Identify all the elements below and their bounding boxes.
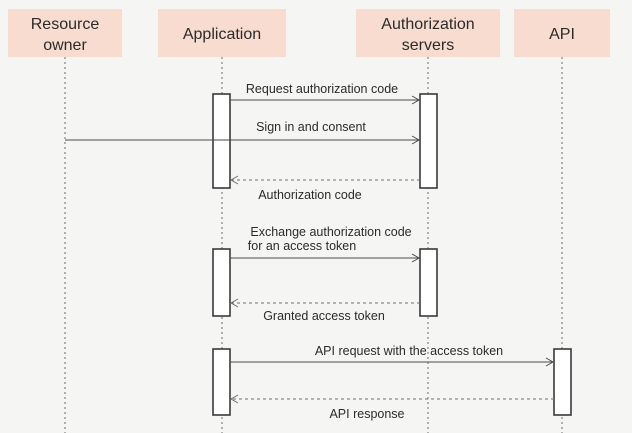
arrowhead-icon: [545, 357, 555, 367]
activation-application-2: [212, 248, 231, 317]
participant-application: Application: [158, 9, 286, 57]
participant-api: API: [514, 9, 610, 57]
participant-box: [158, 9, 286, 57]
activation-application-1: [212, 93, 231, 189]
message-label: Request authorization code: [246, 82, 398, 96]
message-label: Authorization code: [258, 188, 362, 202]
participant-box: [514, 9, 610, 57]
arrowhead-icon: [229, 298, 239, 308]
message-label-line2: for an access token: [248, 239, 356, 253]
participant-label-line2: servers: [402, 37, 454, 54]
participant-label-line2: owner: [43, 37, 87, 54]
message-label: API request with the access token: [315, 344, 503, 358]
message-label: Sign in and consent: [256, 120, 366, 134]
activation-authorization-2: [419, 248, 438, 317]
participant-authorization-servers: Authorization servers: [356, 9, 500, 57]
participant-box: [356, 9, 500, 57]
participant-label-line1: Resource: [31, 16, 100, 33]
participant-label-line1: Authorization: [381, 16, 474, 33]
message-request-auth-code: Request authorization code: [230, 82, 421, 105]
participant-resource-owner: Resource owner: [8, 9, 122, 57]
message-exchange-code: Exchange authorization code for an acces…: [230, 225, 421, 263]
arrowhead-icon: [411, 95, 421, 105]
arrowhead-icon: [411, 253, 421, 263]
arrowhead-icon: [229, 175, 239, 185]
message-label: API response: [329, 407, 404, 421]
participant-label: API: [549, 26, 575, 43]
participant-box: [8, 9, 122, 57]
participant-label: Application: [183, 26, 261, 43]
message-granted-token: Granted access token: [229, 298, 420, 323]
message-authorization-code: Authorization code: [229, 175, 420, 202]
message-api-response: API response: [229, 394, 554, 421]
activation-authorization-1: [419, 93, 438, 189]
message-sign-in-consent: Sign in and consent: [65, 120, 421, 145]
message-label-line1: Exchange authorization code: [250, 225, 411, 239]
message-label: Granted access token: [263, 309, 385, 323]
arrowhead-icon: [411, 135, 421, 145]
activation-application-3: [212, 348, 231, 416]
arrowhead-icon: [229, 394, 239, 404]
activation-api-1: [553, 348, 572, 416]
message-api-request: API request with the access token: [230, 344, 555, 367]
